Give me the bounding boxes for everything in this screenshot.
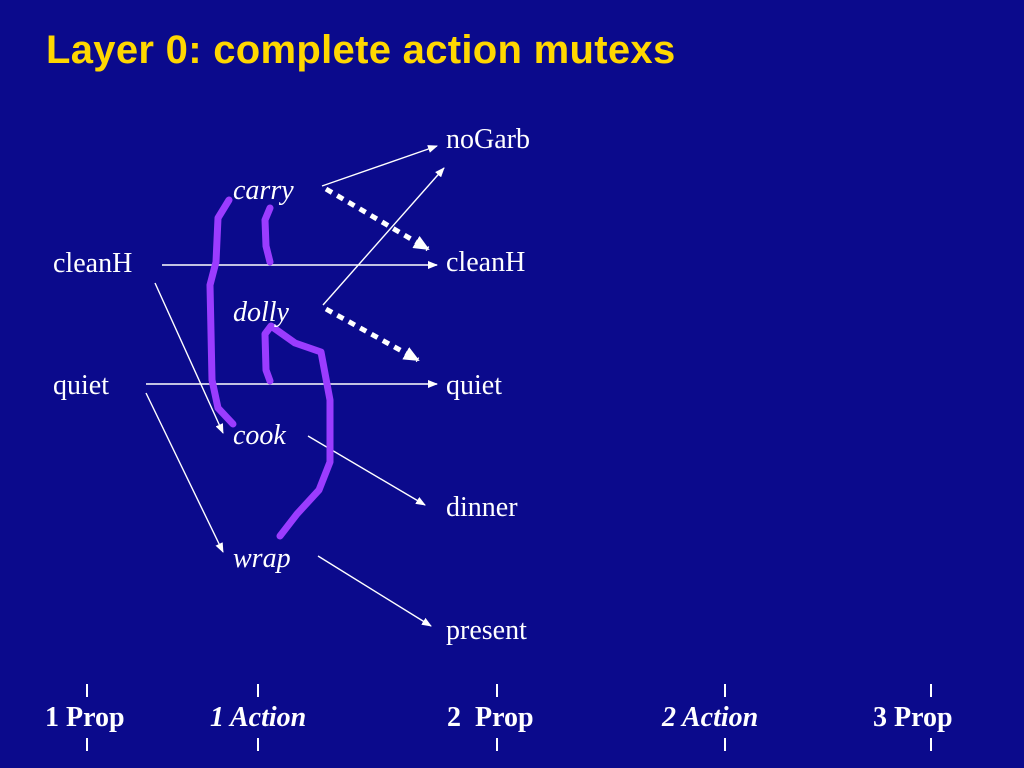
edge-quiet-wrap	[145, 392, 224, 553]
level-label-2-prop: 2 Prop	[447, 702, 534, 733]
action-dolly: dolly	[233, 297, 289, 328]
action-carry: carry	[233, 175, 294, 206]
prop-quiet-layer0: quiet	[53, 370, 109, 401]
action-cook: cook	[233, 420, 286, 451]
mutex-links	[206, 196, 334, 540]
dotted-edge-dolly-quiet	[324, 306, 420, 363]
slide-title: Layer 0: complete action mutexs	[46, 28, 676, 72]
edge-cleanH-cook	[154, 282, 224, 434]
level-label-1-prop: 1 Prop	[45, 702, 125, 733]
prop-present-layer2: present	[446, 615, 527, 646]
action-wrap: wrap	[233, 543, 291, 574]
level-label-3-prop: 3 Prop	[873, 702, 953, 733]
mutex-dolly-wrap	[261, 322, 334, 540]
edge-wrap-present	[317, 555, 432, 627]
edge-carry-noGarb	[321, 145, 438, 187]
prop-noGarb-layer2: noGarb	[446, 124, 530, 155]
level-label-2-action: 2 Action	[662, 702, 759, 733]
prop-cleanH-layer2: cleanH	[446, 247, 526, 278]
mutex-carry-dolly	[261, 204, 274, 266]
mutex-carry-cook	[206, 196, 237, 428]
edge-dolly-noGarb	[322, 167, 445, 306]
prop-dinner-layer2: dinner	[446, 492, 518, 523]
dotted-edge-carry-cleanH	[324, 186, 430, 252]
prop-cleanH-layer0: cleanH	[53, 248, 133, 279]
prop-quiet-layer2: quiet	[446, 370, 502, 401]
timeline-ticks	[86, 684, 932, 751]
level-label-1-action: 1 Action	[210, 702, 307, 733]
dotted-edges	[324, 186, 430, 363]
edges	[145, 145, 445, 627]
